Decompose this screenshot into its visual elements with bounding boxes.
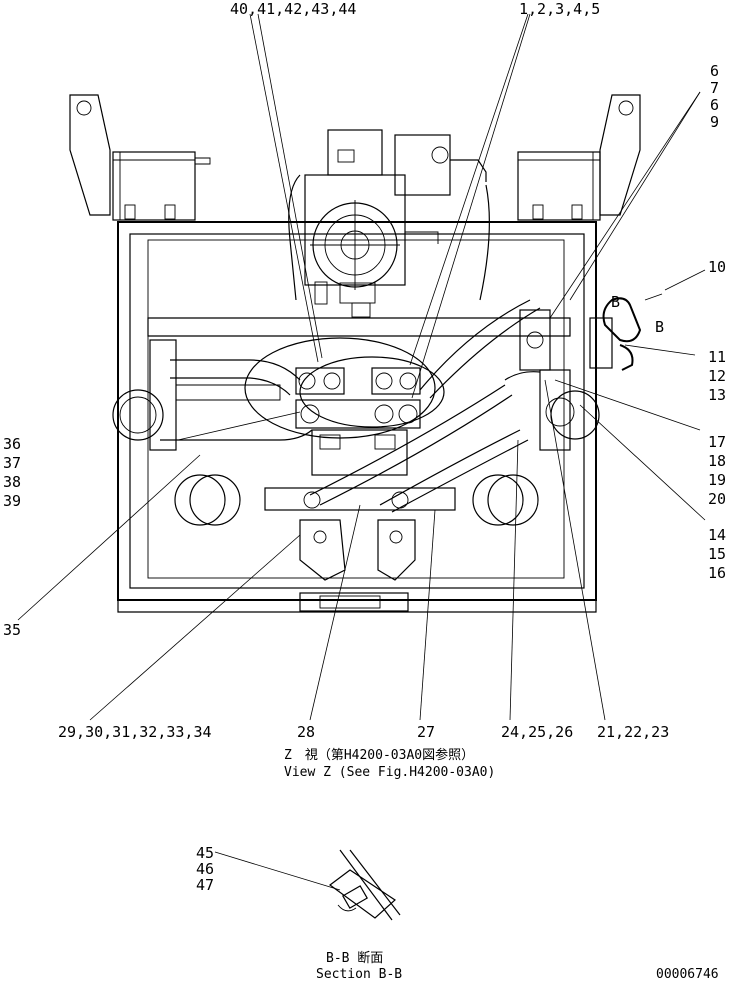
label-40-44: 40,41,42,43,44: [230, 0, 356, 18]
right-mount-bracket: [517, 94, 641, 221]
label-16: 16: [708, 564, 726, 582]
label-36: 36: [3, 435, 21, 453]
label-6b: 6: [710, 96, 719, 114]
clamp-detail: [589, 293, 663, 371]
label-21-23: 21,22,23: [597, 723, 669, 741]
hose-assemblies: [160, 299, 541, 513]
label-39: 39: [3, 492, 21, 510]
label-b-top: B: [611, 293, 620, 311]
hydraulic-pump: [288, 129, 490, 318]
captions: Z 視（第H4200-03A0図参照） View Z (See Fig.H420…: [284, 747, 719, 981]
label-19: 19: [708, 471, 726, 489]
label-35: 35: [3, 621, 21, 639]
label-46: 46: [196, 860, 214, 878]
label-17: 17: [708, 433, 726, 451]
label-47: 47: [196, 876, 214, 894]
label-b-right: B: [655, 318, 664, 336]
label-12: 12: [708, 367, 726, 385]
label-13: 13: [708, 386, 726, 404]
view-caption-jp: Z 視（第H4200-03A0図参照）: [284, 747, 474, 763]
label-7: 7: [710, 79, 719, 97]
section-caption-en: Section B-B: [316, 967, 402, 981]
label-11: 11: [708, 348, 726, 366]
leader-lines: [17, 13, 706, 891]
label-6: 6: [710, 62, 719, 80]
label-10: 10: [708, 258, 726, 276]
label-24-26: 24,25,26: [501, 723, 573, 741]
label-27: 27: [417, 723, 435, 741]
view-caption-en: View Z (See Fig.H4200-03A0): [284, 765, 495, 780]
right-round-parts: [472, 309, 600, 526]
label-20: 20: [708, 490, 726, 508]
label-28: 28: [297, 723, 315, 741]
label-45: 45: [196, 844, 214, 862]
part-labels: 40,41,42,43,44 1,2,3,4,5 6 7 6 9 B B 10 …: [3, 0, 726, 894]
label-15: 15: [708, 545, 726, 563]
label-29-34: 29,30,31,32,33,34: [58, 723, 212, 741]
section-caption-jp: B-B 断面: [326, 951, 383, 966]
section-b-b: [328, 849, 401, 921]
main-frame: [117, 221, 597, 613]
label-9: 9: [710, 113, 719, 131]
left-mount-bracket: [69, 94, 211, 221]
drawing-number: 00006746: [656, 967, 719, 981]
left-round-parts: [112, 339, 281, 526]
label-14: 14: [708, 526, 726, 544]
label-18: 18: [708, 452, 726, 470]
label-1-5: 1,2,3,4,5: [519, 0, 600, 18]
valve-blocks: [264, 367, 456, 581]
label-38: 38: [3, 473, 21, 491]
label-37: 37: [3, 454, 21, 472]
